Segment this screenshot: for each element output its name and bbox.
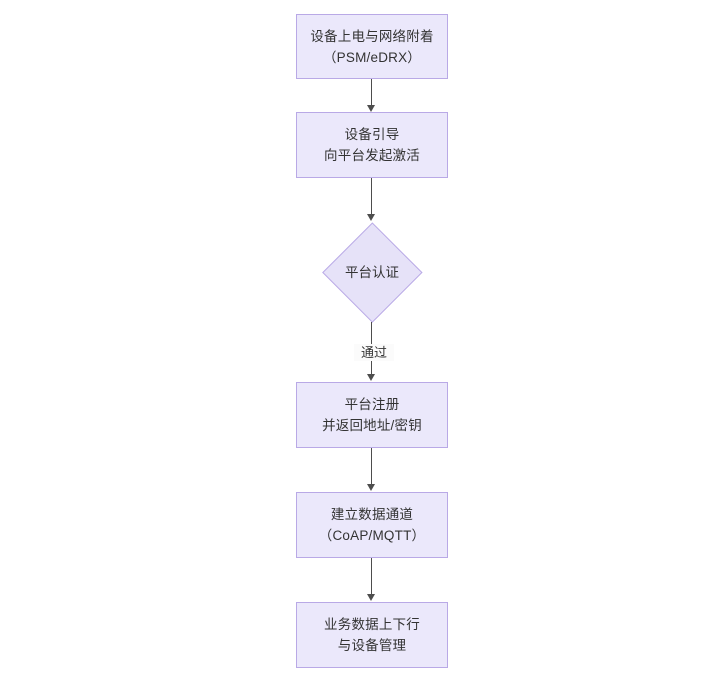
- flow-node-power-on-line-2: （PSM/eDRX）: [322, 49, 422, 65]
- flow-edge-power-on-to-bootstrap: [371, 79, 372, 106]
- flow-edge-channel-to-service: [371, 558, 372, 595]
- flow-arrowhead-bootstrap-to-auth: [367, 214, 375, 221]
- flow-node-bootstrap[interactable]: 设备引导 向平台发起激活: [296, 112, 448, 178]
- flow-arrowhead-auth-to-register: [367, 374, 375, 381]
- flow-arrowhead-channel-to-service: [367, 594, 375, 601]
- flow-node-platform-register-line-1: 平台注册: [344, 397, 400, 412]
- flow-arrowhead-power-on-to-bootstrap: [367, 105, 375, 112]
- flow-node-bootstrap-line-2: 向平台发起激活: [324, 148, 420, 163]
- flow-node-bootstrap-line-1: 设备引导: [344, 127, 400, 142]
- flow-edge-label-pass: 通过: [354, 344, 394, 361]
- flow-node-platform-register[interactable]: 平台注册 并返回地址/密钥: [296, 382, 448, 448]
- flow-node-platform-auth[interactable]: 平台认证: [321, 221, 422, 322]
- flow-arrowhead-register-to-channel: [367, 484, 375, 491]
- flow-node-service-data-line-1: 业务数据上下行: [324, 617, 420, 632]
- flow-node-platform-register-line-2: 并返回地址/密钥: [322, 418, 422, 433]
- flow-node-data-channel[interactable]: 建立数据通道 （CoAP/MQTT）: [296, 492, 448, 558]
- flow-node-service-data-line-2: 与设备管理: [337, 638, 407, 653]
- flow-node-data-channel-line-2: （CoAP/MQTT）: [318, 528, 426, 543]
- flow-node-data-channel-line-1: 建立数据通道: [330, 507, 414, 522]
- flow-node-platform-auth-label: 平台认证: [345, 264, 399, 280]
- flow-edge-register-to-channel: [371, 448, 372, 485]
- flow-node-power-on-line-1: 设备上电与网络附着: [310, 28, 434, 44]
- flow-node-power-on[interactable]: 设备上电与网络附着 （PSM/eDRX）: [296, 14, 448, 79]
- flow-edge-bootstrap-to-auth: [371, 178, 372, 215]
- flow-node-service-data[interactable]: 业务数据上下行 与设备管理: [296, 602, 448, 668]
